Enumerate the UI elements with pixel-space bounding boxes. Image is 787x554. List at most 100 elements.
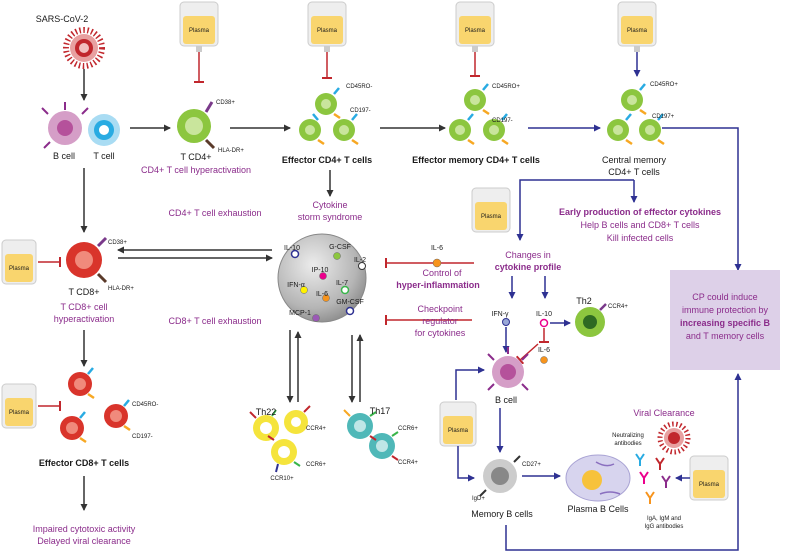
cytokine-ifna: IFN-α [287,282,308,294]
arrow [662,127,742,271]
cp-label-1: CP could induce [692,292,757,302]
plasma-label: Plasma [699,482,720,488]
cd38-label-2: CD38+ [108,240,127,246]
cp-summary-box [670,270,780,370]
inhibit-arrow [515,343,539,365]
cd8-exhaustion-label: CD8+ T cell exhaustion [169,316,262,326]
ccr4-label-2: CCR4+ [306,426,326,432]
plasma-bag-4: Plasma [617,1,657,52]
plasma-bag-2: Plasma [307,1,347,52]
cd197-neg-label-2: CD197- [492,118,513,124]
virus-icon-2 [657,421,691,455]
help-b-label: Help B cells and CD8+ T cells [581,220,700,230]
plasma-bag-5: Plasma [471,187,511,233]
effector-cd4-label: Effector CD4+ T cells [282,155,372,165]
checkpoint-label-1: Checkpoint [417,304,463,314]
central-memory-label-1: Central memory [602,155,667,165]
cd197-neg-label: CD197- [350,108,371,114]
cp-label-3: increasing specific B [680,318,771,328]
cytokine-il2: IL-2 [354,257,366,270]
th2-cell-icon [575,303,607,337]
changes-label-1: Changes in [505,250,551,260]
cd45ro-pos-label: CD45RO+ [492,84,520,90]
hla-dr-label-2: HLA-DR+ [108,286,134,292]
antibodies-icon [635,453,671,504]
cytokine-il6-label: IL-6 [316,291,328,298]
ig-label-1: IgA, IgM and [647,516,681,522]
il10-label: IL-10 [536,311,552,318]
kill-label: Kill infected cells [607,233,674,243]
cp-label-2: immune protection by [682,305,769,315]
cytokine-il7: IL-7 [336,280,350,295]
cytokine-mcp1: MCP-1 [289,310,320,322]
neutralizing-label-2: antibodies [614,441,641,447]
t-cd8-cell-icon [66,236,108,284]
plasma-label: Plasma [465,28,486,34]
il6-dot-2 [540,356,548,364]
central-memory-cd4-cells-icon [607,83,665,146]
th22-cells-icon [249,405,311,473]
cd197-neg-label-3: CD197- [132,434,153,440]
cd45ro-neg-label-2: CD45RO- [132,402,158,408]
th22-label: Th22 [256,407,277,417]
cytokine-gcsf: G-CSF [329,244,351,260]
cytokine-il7-label: IL-7 [336,280,348,287]
plasma-label: Plasma [9,410,30,416]
ifng-label: IFN-γ [491,311,509,318]
control-label-2: hyper-inflammation [396,280,480,290]
plasma-bag-1: Plasma [179,1,219,52]
t-cd8-label: T CD8+ [68,287,99,297]
sars-label: SARS-CoV-2 [36,14,89,24]
cytokine-ifna-label: IFN-α [287,282,305,289]
th17-label: Th17 [370,406,391,416]
cytokine-il10: IL-10 [284,245,300,259]
arrow [457,446,475,482]
arrow [516,179,634,241]
checkpoint-label-2: regulator [422,316,458,326]
il6-label: IL-6 [431,245,443,252]
plasma-bag-6: Plasma [1,239,37,285]
plasma-label: Plasma [189,28,210,34]
hla-dr-label: HLA-DR+ [218,148,244,154]
ccr4-label-3: CCR4+ [398,460,418,466]
b-cell-2-label: B cell [495,395,517,405]
cd8-hyper-label-2: hyperactivation [54,314,115,324]
t-cd4-label: T CD4+ [180,152,211,162]
cytokine-il6: IL-6 [316,291,330,302]
effector-cd8-label: Effector CD8+ T cells [39,458,129,468]
th17-cells-icon [343,409,399,461]
arrow [505,373,742,551]
effector-cd8-cells-icon [60,367,131,444]
storm-label-2: storm syndrome [298,212,363,222]
igd-label: IgD+ [472,496,485,502]
cd4-hyperactivation-label: CD4+ T cell hyperactivation [141,165,251,175]
cd38-label: CD38+ [216,100,235,106]
memory-b-cell-icon [479,455,521,497]
b-cell-label: B cell [53,151,75,161]
plasma-label: Plasma [481,214,502,220]
plasma-label: Plasma [448,428,469,434]
plasma-label: Plasma [317,28,338,34]
effector-cd4-cells-icon [299,87,359,146]
il6-dot [432,258,442,268]
il10-dot [539,318,549,328]
cytokine-gmcsf: GM-CSF [336,299,364,316]
effector-memory-cd4-label: Effector memory CD4+ T cells [412,155,540,165]
virus-icon [63,27,105,69]
cytokine-il10-label: IL-10 [284,245,300,252]
plasma-bag-9: Plasma [689,455,729,501]
t-cell-label: T cell [93,151,114,161]
early-production-label: Early production of effector cytokines [559,207,721,217]
b-cell-icon [41,102,89,149]
plasma-bag-3: Plasma [455,1,495,52]
effector-memory-cd4-cells-icon [449,83,509,146]
cd197-pos-label: CD197+ [652,114,675,120]
control-label-1: Control of [422,268,462,278]
ccr4-label: CCR4+ [608,304,628,310]
cd45ro-pos-label-2: CD45RO+ [650,82,678,88]
cd45ro-neg-label: CD45RO- [346,84,372,90]
plasma-b-label: Plasma B Cells [567,504,629,514]
delayed-label: Delayed viral clearance [37,536,131,546]
ifng-dot [502,318,510,326]
plasma-bag-7: Plasma [1,383,37,429]
